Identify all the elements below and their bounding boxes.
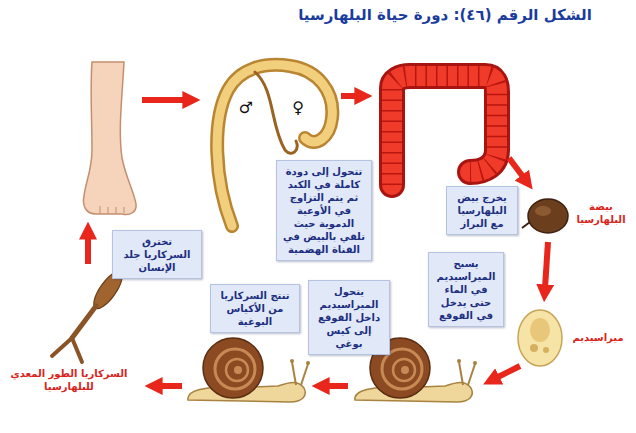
step-box: تتحول إلى دودة كاملة في الكبد ثم يتم الت…	[276, 160, 372, 261]
stage-label: بيضة البلهارسيا	[572, 200, 630, 226]
step-text: يخرج بيض البلهارسيا مع البراز	[451, 191, 513, 230]
cercaria	[52, 267, 127, 362]
stage-label: ميراسيديم	[566, 331, 630, 344]
cycle-arrows	[88, 96, 548, 386]
step-box: يسبح الميراسيديم في الماء حتى يدخل في ال…	[428, 252, 504, 327]
step-box: تنتج السركاريا من الأكياس البوغية	[210, 284, 300, 333]
snail	[188, 338, 310, 402]
step-text: تخترق السركاريا جلد الإنسان	[117, 235, 197, 274]
gender-symbol: ♂	[236, 100, 256, 116]
step-text: يتحول الميراسيديم داخل القوقع إلى كيس بو…	[313, 285, 385, 350]
step-box: يخرج بيض البلهارسيا مع البراز	[446, 186, 518, 235]
step-box: تخترق السركاريا جلد الإنسان	[112, 230, 202, 279]
gender-symbol: ♀	[288, 100, 308, 116]
step-text: يسبح الميراسيديم في الماء حتى يدخل في ال…	[433, 257, 499, 322]
large-intestine	[392, 76, 497, 185]
egg	[522, 199, 568, 233]
human-foot	[84, 62, 137, 215]
stage-label: السركاريا الطور المعدي للبلهارسيا	[4, 367, 134, 393]
step-text: تتحول إلى دودة كاملة في الكبد ثم يتم الت…	[281, 165, 367, 256]
step-text: تنتج السركاريا من الأكياس البوغية	[215, 289, 295, 328]
diagram-title: الشكل الرقم (٤٦): دورة حياة البلهارسيا	[262, 6, 628, 24]
step-box: يتحول الميراسيديم داخل القوقع إلى كيس بو…	[308, 280, 390, 355]
miracidium	[518, 310, 562, 366]
